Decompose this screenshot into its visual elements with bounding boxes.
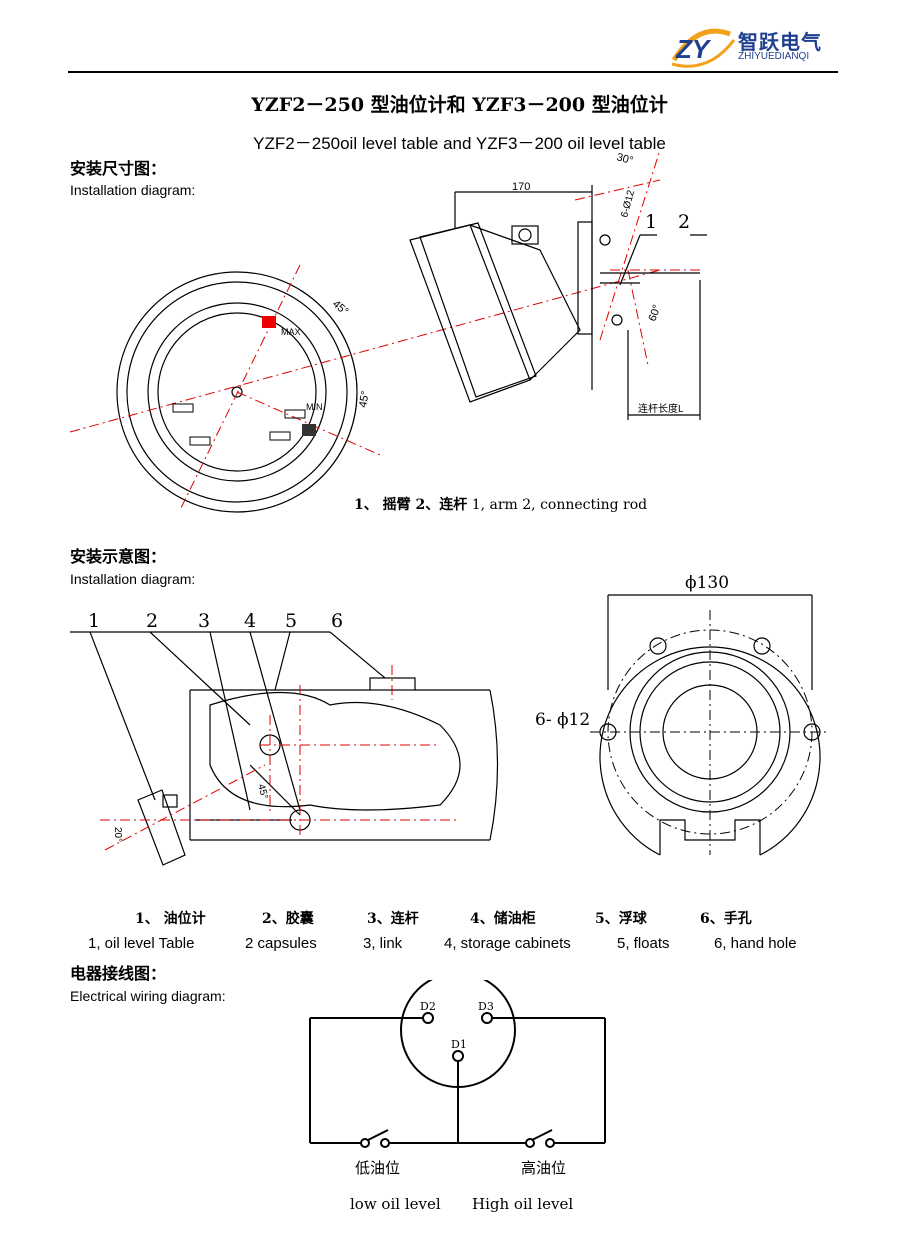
header-rule bbox=[68, 71, 838, 73]
part-en-5: 5, floats bbox=[617, 935, 670, 952]
callout-3: 3 bbox=[198, 610, 210, 632]
part-number-2: 2 bbox=[678, 211, 690, 233]
callout-6: 6 bbox=[331, 610, 343, 632]
part-en-3: 3, link bbox=[363, 935, 403, 952]
installation-schematic-drawing: 1 2 3 4 5 6 45° 20° ϕ130 6- ϕ12 bbox=[70, 573, 830, 866]
part-cn-1: 1、 油位计 bbox=[135, 911, 206, 927]
flange-holes-label: 6- ϕ12 bbox=[535, 710, 590, 730]
low-oil-en: low oil level bbox=[350, 1195, 441, 1213]
callout-2: 2 bbox=[146, 610, 158, 632]
terminal-d2 bbox=[422, 1012, 434, 1024]
callout-1: 1 bbox=[88, 610, 100, 632]
part-cn-2: 2、胶囊 bbox=[262, 911, 314, 927]
angle-60: 60° bbox=[647, 303, 664, 323]
part-cn-3: 3、连杆 bbox=[367, 911, 419, 927]
part-en-6: 6, hand hole bbox=[714, 935, 797, 952]
part-cn-6: 6、手孔 bbox=[700, 911, 752, 927]
callout-4: 4 bbox=[244, 610, 256, 632]
section1-heading-cn: 安装尺寸图： bbox=[70, 159, 167, 178]
high-oil-cn: 高油位 bbox=[521, 1159, 566, 1177]
terminal-d2-label: D2 bbox=[420, 1000, 436, 1013]
part-number-1: 1 bbox=[645, 211, 657, 233]
terminal-d1 bbox=[452, 1050, 464, 1062]
angle-20-schematic: 20° bbox=[112, 827, 123, 842]
section3-heading-cn: 电器接线图： bbox=[70, 964, 167, 983]
min-label: MIN bbox=[306, 402, 323, 412]
svg-text:ZY: ZY bbox=[675, 34, 712, 64]
part-en-1: 1, oil level Table bbox=[88, 935, 195, 952]
part-en-4: 4, storage cabinets bbox=[444, 935, 571, 952]
page-title: YZF2－250 型油位计和 YZF3－200 型油位计 bbox=[251, 94, 668, 116]
max-mark bbox=[262, 316, 276, 328]
wiring-diagram: D2 D3 D1 低油位 高油位 low oil level High oil … bbox=[309, 980, 606, 1213]
section2-heading-en: Installation diagram: bbox=[70, 571, 196, 587]
page-subtitle: YZF2－250oil level table and YZF3－200 oil… bbox=[253, 134, 666, 153]
part-en-2: 2 capsules bbox=[245, 935, 317, 952]
rod-length-label: 连杆长度L bbox=[638, 402, 684, 415]
brand-cn: 智跃电气 bbox=[738, 32, 822, 54]
brand-en: ZHIYUEDIANQI bbox=[738, 51, 810, 62]
high-oil-en: High oil level bbox=[472, 1195, 573, 1213]
flange-diameter-label: ϕ130 bbox=[685, 573, 729, 593]
section3-heading-en: Electrical wiring diagram: bbox=[70, 988, 226, 1004]
low-oil-cn: 低油位 bbox=[355, 1159, 400, 1177]
terminal-d3 bbox=[481, 1012, 493, 1024]
logo-mark-icon: ZY bbox=[671, 28, 736, 68]
section1-caption-en: 1, arm 2, connecting rod bbox=[471, 497, 648, 513]
terminal-d1-label: D1 bbox=[451, 1038, 467, 1051]
brand-logo: ZY 智跃电气 ZHIYUEDIANQI bbox=[668, 20, 838, 72]
angle-45-upper: 45° bbox=[330, 298, 350, 318]
section1-heading-en: Installation diagram: bbox=[70, 182, 196, 198]
section1-caption: 1、 摇臂 2、连杆 1, arm 2, connecting rod bbox=[354, 494, 647, 514]
min-mark bbox=[302, 424, 316, 436]
part-cn-5: 5、浮球 bbox=[595, 911, 647, 927]
part-cn-4: 4、储油柜 bbox=[470, 911, 536, 927]
angle-45-schematic: 45° bbox=[255, 783, 270, 800]
terminal-d3-label: D3 bbox=[478, 1000, 494, 1013]
hole-spec: 6-Ø12 bbox=[619, 189, 637, 219]
angle-45-lower: 45° bbox=[357, 390, 372, 408]
callout-5: 5 bbox=[285, 610, 297, 632]
max-label: MAX bbox=[281, 327, 301, 337]
section2-heading-cn: 安装示意图： bbox=[70, 547, 167, 566]
installation-dimension-drawing: MAX MIN 45° 45° 170 30° 6-Ø12 1 2 60° 连 bbox=[69, 149, 707, 513]
angle-30: 30° bbox=[615, 151, 634, 167]
dim-170: 170 bbox=[512, 181, 530, 193]
section1-caption-cn: 1、 摇臂 2、连杆 bbox=[354, 497, 468, 513]
